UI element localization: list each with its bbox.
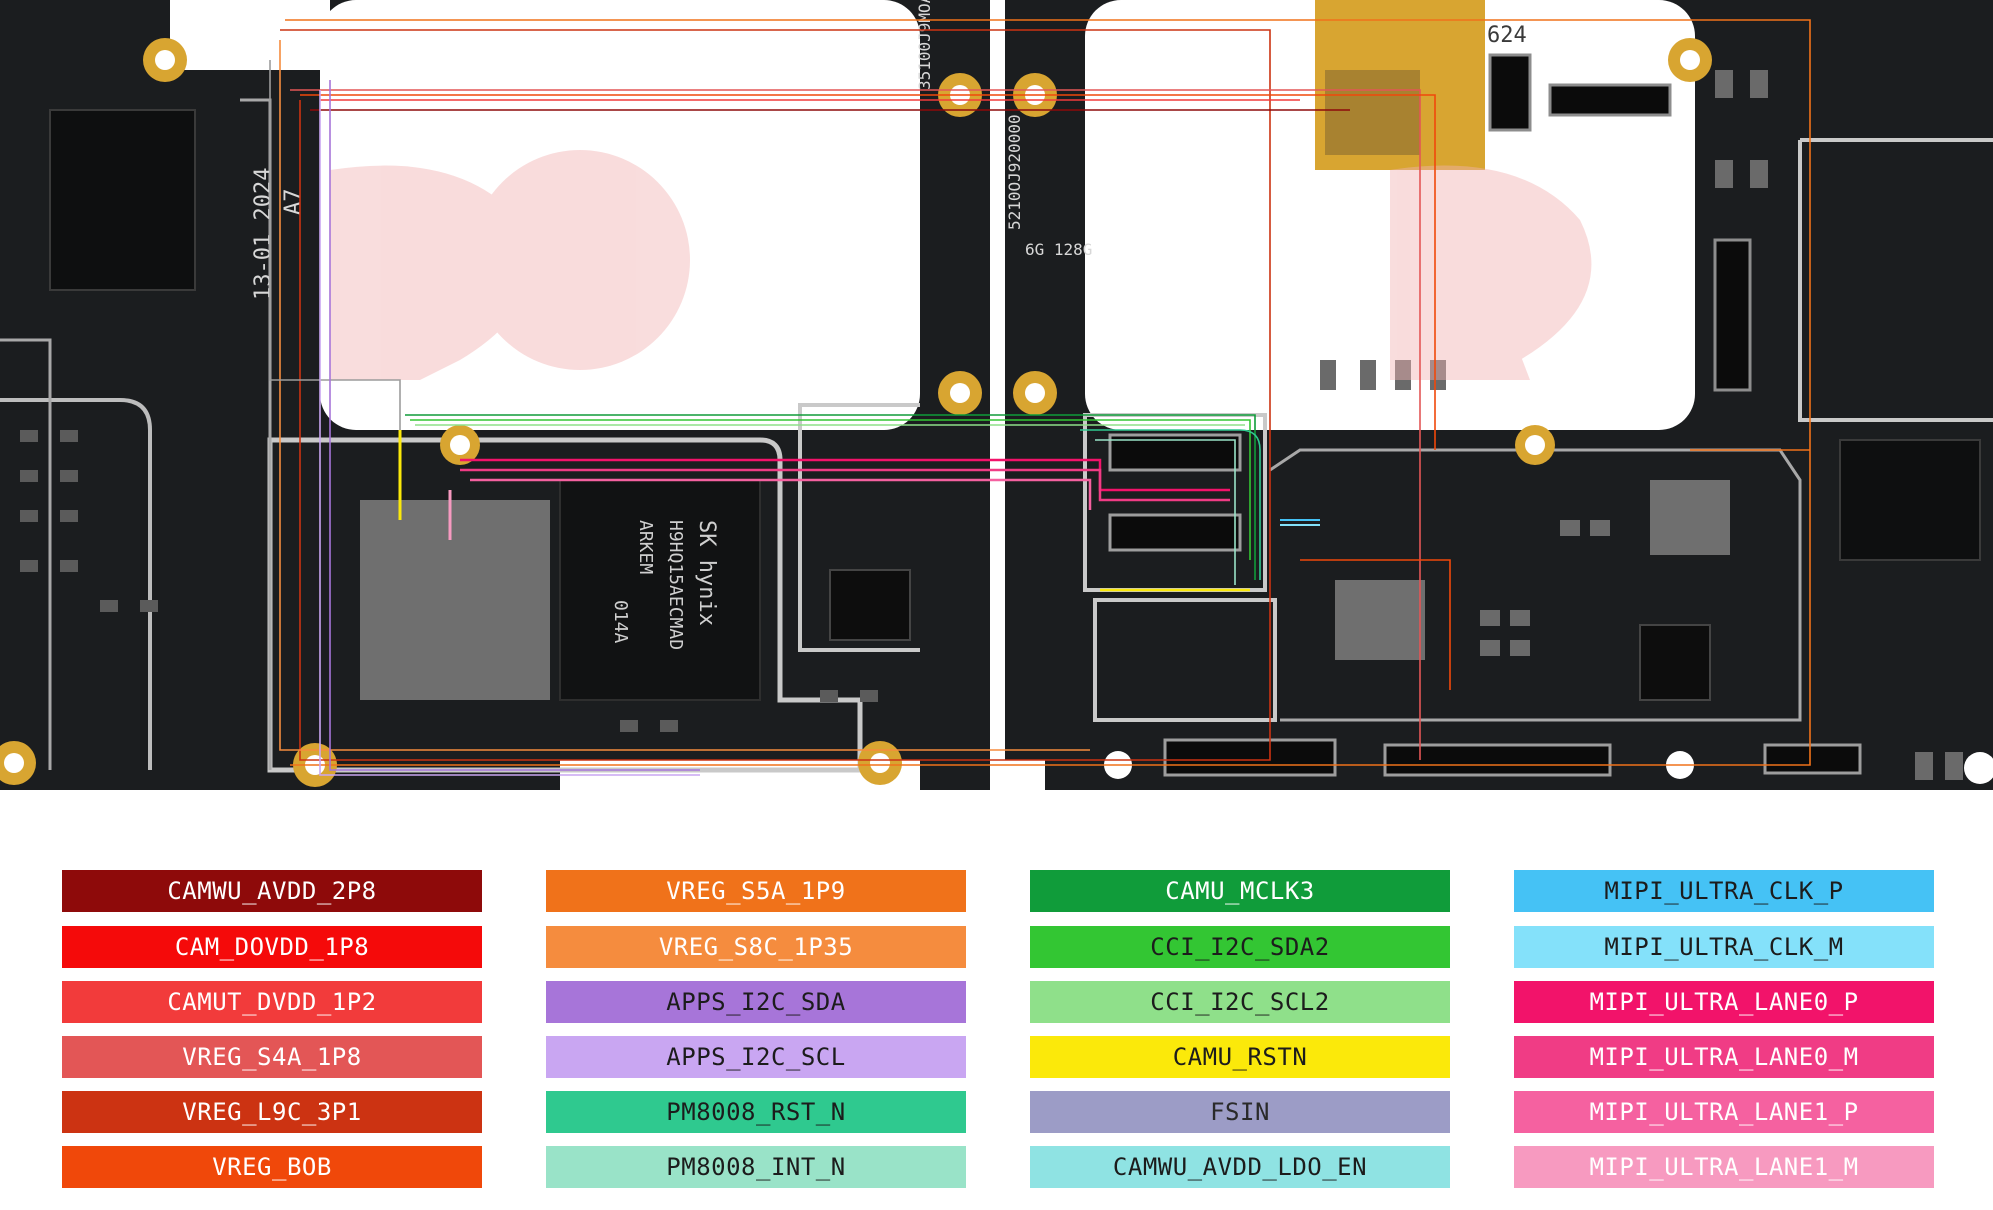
board-marking-a7: A7 xyxy=(281,189,306,216)
legend-label-text: CAM_DOVDD_1P8 xyxy=(174,933,370,961)
board-marking-memory-size: 6G 128G xyxy=(1025,240,1092,259)
chip-right-edge xyxy=(1839,439,1981,561)
legend-label-text: MIPI_ULTRA_CLK_P xyxy=(1604,877,1844,905)
legend-label-text: MIPI_ULTRA_LANE0_P xyxy=(1589,988,1859,1016)
legend-item-camwu-avdd-2p8: CAMWU_AVDD_2P8 xyxy=(62,870,482,912)
memory-chip-text-1: SK hynix xyxy=(694,520,719,626)
watermark xyxy=(330,150,1592,380)
legend-item-cci-i2c-scl2: CCI_I2C_SCL2 xyxy=(1030,981,1450,1023)
legend-label-text: MIPI_ULTRA_LANE0_M xyxy=(1589,1043,1859,1071)
pmic-chip-left xyxy=(829,569,911,641)
memory-chip-text-2: H9HQ15AECMAD xyxy=(665,520,686,650)
legend-label-text: CAMWU_AVDD_2P8 xyxy=(167,877,377,905)
left-board-cutout xyxy=(320,0,920,430)
board-marking-date: 13-01 2024 xyxy=(251,168,276,300)
left-board: 13-01 2024 A7 35100J9MOA SK hynix H9HQ15… xyxy=(0,0,990,815)
legend-label-text: CAMU_RSTN xyxy=(1172,1043,1308,1071)
legend-label-text: CAMUT_DVDD_1P2 xyxy=(167,988,377,1016)
camera-connector-1 xyxy=(1108,433,1242,472)
right-board-cutout xyxy=(1085,0,1695,430)
connector-top-2 xyxy=(1548,83,1672,117)
legend-item-cam-dovdd-1p8: CAM_DOVDD_1P8 xyxy=(62,926,482,968)
board-marking-624: 624 xyxy=(1487,23,1527,48)
legend-label-text: MIPI_ULTRA_LANE1_M xyxy=(1589,1153,1859,1181)
legend-item-mipi-ultra-lane1-m: MIPI_ULTRA_LANE1_M xyxy=(1514,1146,1934,1188)
legend-item-apps-i2c-sda: APPS_I2C_SDA xyxy=(546,981,966,1023)
legend-label-text: VREG_S8C_1P35 xyxy=(658,933,854,961)
legend-item-camu-rstn: CAMU_RSTN xyxy=(1030,1036,1450,1078)
legend-item-vreg-l9c-3p1: VREG_L9C_3P1 xyxy=(62,1091,482,1133)
legend-item-camwu-avdd-ldo-en: CAMWU_AVDD_LDO_EN xyxy=(1030,1146,1450,1188)
legend-label-text: APPS_I2C_SCL xyxy=(666,1043,846,1071)
legend-item-cci-i2c-sda2: CCI_I2C_SDA2 xyxy=(1030,926,1450,968)
legend-item-pm8008-rst-n: PM8008_RST_N xyxy=(546,1091,966,1133)
legend-item-mipi-ultra-clk-p: MIPI_ULTRA_CLK_P xyxy=(1514,870,1934,912)
legend-item-vreg-bob: VREG_BOB xyxy=(62,1146,482,1188)
legend-item-camu-mclk3: CAMU_MCLK3 xyxy=(1030,870,1450,912)
bottom-connector-2 xyxy=(1383,743,1612,777)
bga-chip-left xyxy=(360,500,550,700)
bga-chip-right-2 xyxy=(1650,480,1730,555)
legend-item-apps-i2c-scl: APPS_I2C_SCL xyxy=(546,1036,966,1078)
legend-item-mipi-ultra-lane1-p: MIPI_ULTRA_LANE1_P xyxy=(1514,1091,1934,1133)
legend-label-text: CCI_I2C_SDA2 xyxy=(1150,933,1330,961)
legend-item-mipi-ultra-lane0-p: MIPI_ULTRA_LANE0_P xyxy=(1514,981,1934,1023)
legend-label-text: VREG_S5A_1P9 xyxy=(666,877,846,905)
connector-top xyxy=(1488,53,1532,132)
legend-label-text: VREG_BOB xyxy=(212,1153,332,1181)
memory-chip-text-4: 014A xyxy=(610,600,631,644)
pmic-chip-right xyxy=(1639,624,1711,701)
legend-label-text: APPS_I2C_SDA xyxy=(666,988,846,1016)
right-board: 5210OJ920000 6G 128G 624 xyxy=(1005,0,1993,815)
legend-item-mipi-ultra-clk-m: MIPI_ULTRA_CLK_M xyxy=(1514,926,1934,968)
legend-label-text: CCI_I2C_SCL2 xyxy=(1150,988,1330,1016)
legend-item-vreg-s8c-1p35: VREG_S8C_1P35 xyxy=(546,926,966,968)
signal-traces xyxy=(269,19,1811,776)
legend-label-text: VREG_S4A_1P8 xyxy=(182,1043,362,1071)
bga-chip-right-1 xyxy=(1335,580,1425,660)
memory-chip-text-3: ARKEM xyxy=(635,520,656,574)
legend-item-fsin: FSIN xyxy=(1030,1091,1450,1133)
legend-item-vreg-s4a-1p8: VREG_S4A_1P8 xyxy=(62,1036,482,1078)
board-marking-code-left: 35100J9MOA xyxy=(915,0,934,90)
legend-item-mipi-ultra-lane0-m: MIPI_ULTRA_LANE0_M xyxy=(1514,1036,1934,1078)
qualcomm-chip xyxy=(49,109,196,291)
memory-chip xyxy=(559,479,761,701)
legend-label-text: CAMU_MCLK3 xyxy=(1165,877,1315,905)
legend-label-text: CAMWU_AVDD_LDO_EN xyxy=(1112,1153,1368,1181)
legend-label-text: FSIN xyxy=(1210,1098,1270,1126)
legend-item-camut-dvdd-1p2: CAMUT_DVDD_1P2 xyxy=(62,981,482,1023)
pcb-board-diagram: 13-01 2024 A7 35100J9MOA SK hynix H9HQ15… xyxy=(0,0,1993,815)
bottom-connector-3 xyxy=(1763,743,1862,775)
legend-item-vreg-s5a-1p9: VREG_S5A_1P9 xyxy=(546,870,966,912)
connector-side xyxy=(1713,238,1752,392)
camera-connector-2 xyxy=(1108,513,1242,552)
bottom-connector-1 xyxy=(1163,738,1337,777)
legend-label-text: MIPI_ULTRA_CLK_M xyxy=(1604,933,1844,961)
board-marking-code-right: 5210OJ920000 xyxy=(1005,114,1024,230)
legend-label-text: VREG_L9C_3P1 xyxy=(182,1098,362,1126)
legend-label-text: PM8008_INT_N xyxy=(666,1153,846,1181)
legend-label-text: PM8008_RST_N xyxy=(666,1098,846,1126)
legend-item-pm8008-int-n: PM8008_INT_N xyxy=(546,1146,966,1188)
legend-label-text: MIPI_ULTRA_LANE1_P xyxy=(1589,1098,1859,1126)
